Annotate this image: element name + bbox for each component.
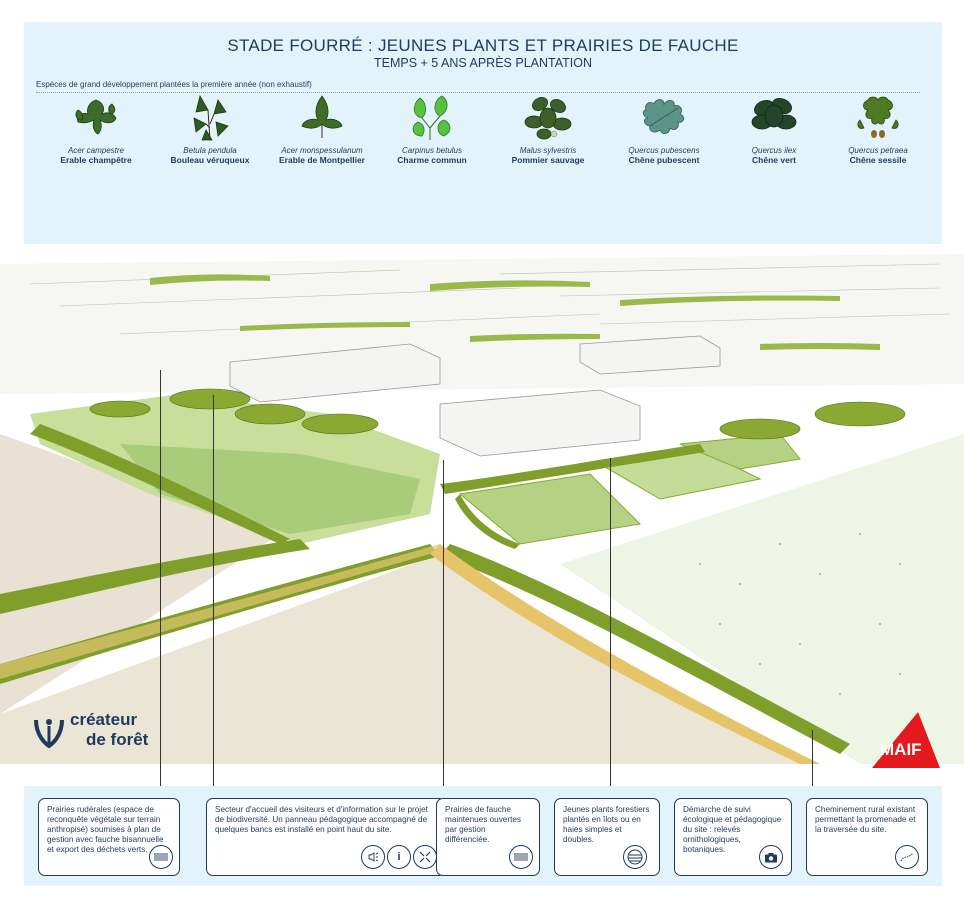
sound-icon bbox=[361, 845, 385, 869]
montpellier-maple-leaf-icon bbox=[301, 95, 343, 138]
callout-text: Jeunes plants forestiers plantés en îlot… bbox=[563, 805, 650, 844]
species-latin: Carpinus betulus bbox=[401, 146, 463, 155]
rural-path bbox=[430, 544, 820, 764]
divider bbox=[36, 92, 920, 93]
species-list: Acer campestre Erable champêtre Betula p… bbox=[24, 90, 942, 170]
bottom-field bbox=[0, 554, 800, 764]
species-latin: Quercus pubescens bbox=[628, 146, 700, 155]
maif-text: MAIF bbox=[880, 740, 922, 759]
callout-young-plants: Jeunes plants forestiers plantés en îlot… bbox=[554, 798, 660, 876]
callout-ruderal-meadows: Prairies rudérales (espace de reconquête… bbox=[38, 798, 180, 876]
camera-icon bbox=[759, 845, 783, 869]
species-common: Charme commun bbox=[397, 155, 467, 165]
callout-rural-path: Cheminement rural existant permettant la… bbox=[806, 798, 928, 876]
landscape-illustration bbox=[0, 244, 964, 764]
wild-apple-leaf-icon bbox=[524, 97, 572, 140]
species-item: Carpinus betulus Charme commun bbox=[372, 90, 492, 165]
header-panel: STADE FOURRÉ : JEUNES PLANTS ET PRAIRIES… bbox=[24, 22, 942, 250]
species-latin: Malus sylvestris bbox=[519, 146, 577, 155]
expand-icon bbox=[413, 845, 437, 869]
tree-rings-icon bbox=[623, 845, 647, 869]
background-fields bbox=[0, 254, 964, 394]
tree-clusters bbox=[89, 388, 906, 440]
species-common: Erable champêtre bbox=[60, 155, 132, 165]
central-meadow bbox=[120, 444, 420, 534]
info-icon: i bbox=[387, 845, 411, 869]
legend-panel: Prairies rudérales (espace de reconquête… bbox=[24, 786, 942, 886]
right-meadow bbox=[560, 434, 964, 764]
callout-ecological-monitoring: Démarche de suivi écologique et pédagogi… bbox=[674, 798, 792, 876]
sessile-oak-leaf-icon bbox=[857, 96, 899, 138]
species-item: Quercus ilex Chêne vert bbox=[714, 90, 834, 165]
leader-line bbox=[443, 460, 444, 798]
rural-path-left bbox=[0, 544, 440, 679]
mowing-icon bbox=[149, 845, 173, 869]
species-common: Chêne pubescent bbox=[628, 155, 700, 165]
callout-visitor-area: Secteur d'accueil des visiteurs et d'inf… bbox=[206, 798, 446, 876]
birch-leaf-icon bbox=[193, 94, 229, 141]
downy-oak-leaf-icon bbox=[642, 99, 684, 134]
callout-hay-meadows: Prairies de fauche maintenues ouvertes p… bbox=[436, 798, 540, 876]
species-latin: Betula pendula bbox=[183, 146, 237, 155]
grass-texture bbox=[699, 533, 901, 695]
maif-logo: MAIF bbox=[868, 710, 942, 770]
leader-line bbox=[610, 458, 611, 798]
species-item: Quercus pubescens Chêne pubescent bbox=[604, 90, 724, 165]
species-item: Acer campestre Erable champêtre bbox=[36, 90, 156, 165]
field-maple-leaf-icon bbox=[75, 99, 117, 135]
species-latin: Quercus ilex bbox=[751, 146, 797, 155]
species-common: Bouleau véruqueux bbox=[170, 155, 250, 165]
callout-text: Prairies rudérales (espace de reconquête… bbox=[47, 805, 164, 854]
meadow-plot bbox=[458, 473, 642, 545]
species-item: Acer monspessulanum Erable de Montpellie… bbox=[262, 90, 382, 165]
species-latin: Acer monspessulanum bbox=[281, 146, 363, 155]
species-item: Quercus petraea Chêne sessile bbox=[818, 90, 938, 165]
logo-line2: de forêt bbox=[86, 730, 149, 749]
tree-logo-icon bbox=[34, 719, 64, 749]
species-caption: Espèces de grand développement plantées … bbox=[36, 80, 312, 89]
species-common: Pommier sauvage bbox=[511, 155, 585, 165]
callout-text: Cheminement rural existant permettant la… bbox=[815, 805, 916, 834]
callout-text: Démarche de suivi écologique et pédagogi… bbox=[683, 805, 782, 854]
warehouses bbox=[229, 335, 721, 457]
callout-text: Secteur d'accueil des visiteurs et d'inf… bbox=[215, 805, 428, 834]
page-subtitle: TEMPS + 5 ANS APRÈS PLANTATION bbox=[373, 56, 592, 70]
logo-line1: créateur bbox=[70, 710, 138, 729]
species-common: Erable de Montpellier bbox=[279, 155, 365, 165]
createur-de-foret-logo: créateur de forêt bbox=[32, 710, 162, 754]
species-latin: Acer campestre bbox=[67, 146, 125, 155]
hornbeam-leaf-icon bbox=[412, 95, 451, 140]
species-item: Betula pendula Bouleau véruqueux bbox=[150, 90, 270, 165]
species-common: Chêne sessile bbox=[849, 155, 907, 165]
leader-line bbox=[812, 730, 813, 798]
species-item: Malus sylvestris Pommier sauvage bbox=[488, 90, 608, 165]
callout-text: Prairies de fauche maintenues ouvertes p… bbox=[445, 805, 522, 844]
path-icon bbox=[895, 845, 919, 869]
leader-line bbox=[160, 370, 161, 798]
species-common: Chêne vert bbox=[752, 155, 796, 165]
holm-oak-leaf-icon bbox=[751, 97, 797, 130]
mowing-icon bbox=[509, 845, 533, 869]
leader-line bbox=[213, 395, 214, 798]
distant-hedges bbox=[150, 274, 880, 350]
species-latin: Quercus petraea bbox=[848, 146, 908, 155]
page-title: STADE FOURRÉ : JEUNES PLANTS ET PRAIRIES… bbox=[227, 36, 739, 55]
